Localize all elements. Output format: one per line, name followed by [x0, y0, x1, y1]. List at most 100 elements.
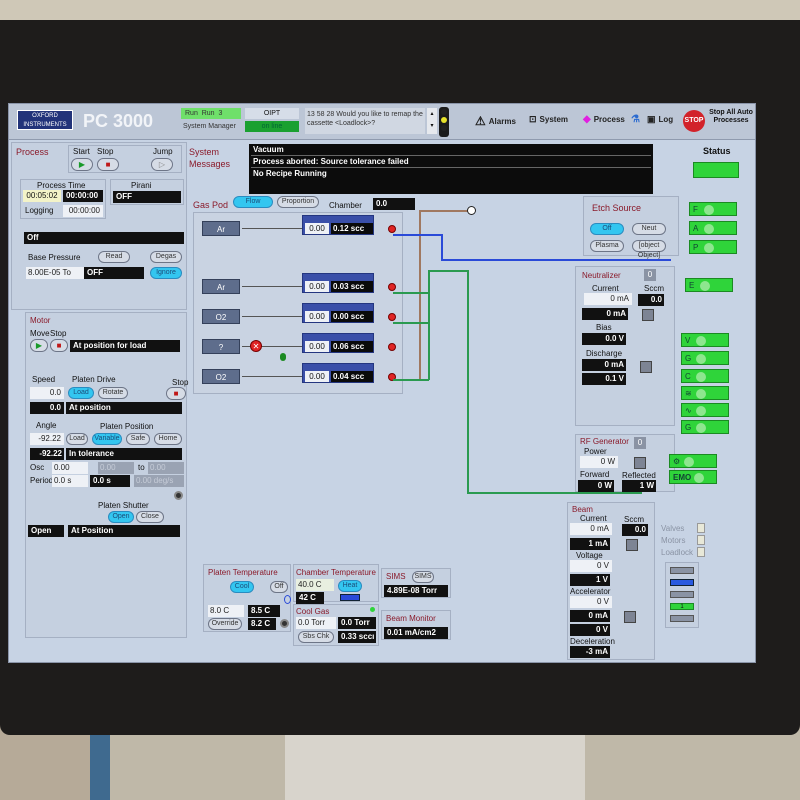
flow-setpoint[interactable]: 0.00 [305, 341, 329, 352]
status-indicator-g[interactable]: G [681, 351, 729, 365]
angle-actual: -92.22 [30, 448, 64, 460]
platen-temp-set[interactable]: 8.0 C [208, 605, 244, 617]
beam-voltage-set[interactable]: 0 V [570, 560, 612, 572]
valve-icon[interactable] [388, 313, 396, 321]
source-off-button[interactable]: Off [590, 223, 624, 235]
status-indicator-v[interactable]: V [681, 333, 729, 347]
gas-line-button[interactable]: O2 [202, 309, 240, 324]
valve-icon[interactable] [388, 283, 396, 291]
proportion-button[interactable]: Proportion [277, 196, 319, 208]
drive-stop-button[interactable]: ■ [166, 387, 186, 400]
cassette-slot[interactable] [670, 615, 694, 622]
shutter-close-button[interactable]: Close [136, 511, 164, 523]
neutralizer-toggle[interactable] [642, 309, 654, 321]
stop-square-icon: ■ [173, 389, 179, 398]
flow-setpoint[interactable]: 0.00 [305, 371, 329, 382]
source-plasma-button[interactable]: Plasma [590, 240, 624, 252]
flow-setpoint[interactable]: 0.00 [305, 281, 329, 292]
cool-gas-set[interactable]: 0.0 Torr [296, 617, 336, 629]
source-neut-button[interactable]: Neut [632, 223, 666, 235]
position-safe-button[interactable]: Safe [126, 433, 150, 445]
source-beam-button[interactable]: [object Object] [632, 240, 666, 259]
shutter-open-button[interactable]: Open [108, 511, 134, 523]
status-indicator-emo[interactable]: EMO [669, 470, 717, 484]
rf-toggle[interactable] [634, 457, 646, 469]
neutralizer-current-set[interactable]: 0 mA [584, 293, 632, 305]
message-scroll[interactable]: ▴▾ [427, 108, 437, 134]
status-indicator-e[interactable]: E [685, 278, 733, 292]
override-indicator-icon [280, 619, 289, 628]
accelerator-set[interactable]: 0 V [570, 596, 612, 608]
override-button[interactable]: Override [208, 618, 242, 630]
status-indicator-p[interactable]: P [689, 240, 737, 254]
start-button[interactable]: ▶ [71, 158, 93, 171]
valve-icon[interactable] [388, 373, 396, 381]
gas-line-button[interactable]: O2 [202, 369, 240, 384]
status-indicator-g2[interactable]: G [681, 420, 729, 434]
status-indicator-ac[interactable]: ∿ [681, 403, 729, 417]
flow-setpoint[interactable]: 0.00 [305, 311, 329, 322]
flow-setpoint[interactable]: 0.00 [305, 223, 329, 234]
prompt-message: 13 58 28 Would you like to remap the cas… [305, 108, 425, 134]
sbs-check-button[interactable]: Sbs Chk [298, 631, 334, 643]
position-load-button[interactable]: Load [66, 433, 88, 445]
cassette-slot[interactable] [670, 567, 694, 574]
accelerator-toggle[interactable] [624, 611, 636, 623]
position-home-button[interactable]: Home [154, 433, 182, 445]
bypass-valve-icon[interactable] [280, 353, 286, 361]
process-panel: Process Start Stop Jump ▶ ■ ▷ Process Ti… [11, 142, 187, 310]
flow-actual: 0.04 scc [331, 371, 373, 382]
platen-off-button[interactable]: Off [270, 581, 288, 593]
cassette-slot-active[interactable]: 1 [670, 603, 694, 610]
jump-button[interactable]: ▷ [151, 158, 173, 171]
cassette-slot[interactable] [670, 591, 694, 598]
status-indicator-f[interactable]: F [689, 202, 737, 216]
status-indicator-compressor[interactable]: ⚙ [669, 454, 717, 468]
deceleration-label: Deceleration [570, 637, 615, 646]
valve-icon[interactable] [388, 225, 396, 233]
heat-button[interactable]: Heat [338, 580, 362, 592]
sims-button[interactable]: SIMS [412, 571, 434, 583]
flow-button[interactable]: Flow [233, 196, 273, 208]
stop-all-button[interactable]: Stop All Auto Processes [709, 109, 753, 124]
log-button[interactable]: ▣Log [647, 114, 674, 124]
period-set[interactable]: 0.0 s [52, 475, 88, 487]
rf-power-set[interactable]: 0 W [580, 456, 618, 468]
process-time-value: 00:00:00 [63, 190, 103, 202]
drive-rotate-button[interactable]: Rotate [98, 387, 128, 399]
jump-label: Jump [153, 147, 173, 156]
gas-line-button[interactable]: Ar [202, 221, 240, 236]
discharge-toggle[interactable] [640, 361, 652, 373]
beam-current-set[interactable]: 0 mA [570, 523, 612, 535]
process-button[interactable]: ◆Process [583, 114, 625, 125]
position-variable-button[interactable]: Variable [92, 433, 122, 445]
oxford-logo: OXFORD INSTRUMENTS [17, 110, 73, 130]
valve-icon[interactable] [388, 343, 396, 351]
system-messages-box: Vacuum Process aborted: Source tolerance… [249, 144, 653, 194]
gas-line-button[interactable]: ? [202, 339, 240, 354]
drive-load-button[interactable]: Load [68, 387, 94, 399]
osc-value[interactable]: 0.00 [52, 462, 88, 474]
beam-toggle[interactable] [626, 539, 638, 551]
shutoff-valve-icon[interactable]: ✕ [250, 340, 262, 352]
move-button[interactable]: ▶ [30, 339, 48, 352]
degas-button[interactable]: Degas [150, 251, 182, 263]
stop-icon[interactable]: STOP [683, 110, 705, 132]
angle-set[interactable]: -92.22 [30, 433, 64, 445]
status-indicator-c[interactable]: C [681, 369, 729, 383]
speed-set[interactable]: 0.0 [30, 387, 64, 399]
alarms-button[interactable]: ⚠Alarms [475, 114, 516, 128]
cool-button[interactable]: Cool [230, 581, 254, 593]
chamber-temp-set[interactable]: 40.0 C [296, 579, 334, 591]
cool-gas-actual: 0.0 Torr [338, 617, 376, 629]
system-button[interactable]: ⊡System [529, 114, 569, 124]
cassette-slot[interactable] [670, 579, 694, 586]
ignore-button[interactable]: Ignore [150, 267, 182, 279]
read-button[interactable]: Read [98, 251, 130, 263]
recipe-button[interactable]: ⚗ [631, 114, 640, 125]
stop-button[interactable]: ■ [97, 158, 119, 171]
status-indicator-a[interactable]: A [689, 221, 737, 235]
gas-line-button[interactable]: Ar [202, 279, 240, 294]
status-indicator-water[interactable]: ≋ [681, 386, 729, 400]
motor-stop-button[interactable]: ■ [50, 339, 68, 352]
